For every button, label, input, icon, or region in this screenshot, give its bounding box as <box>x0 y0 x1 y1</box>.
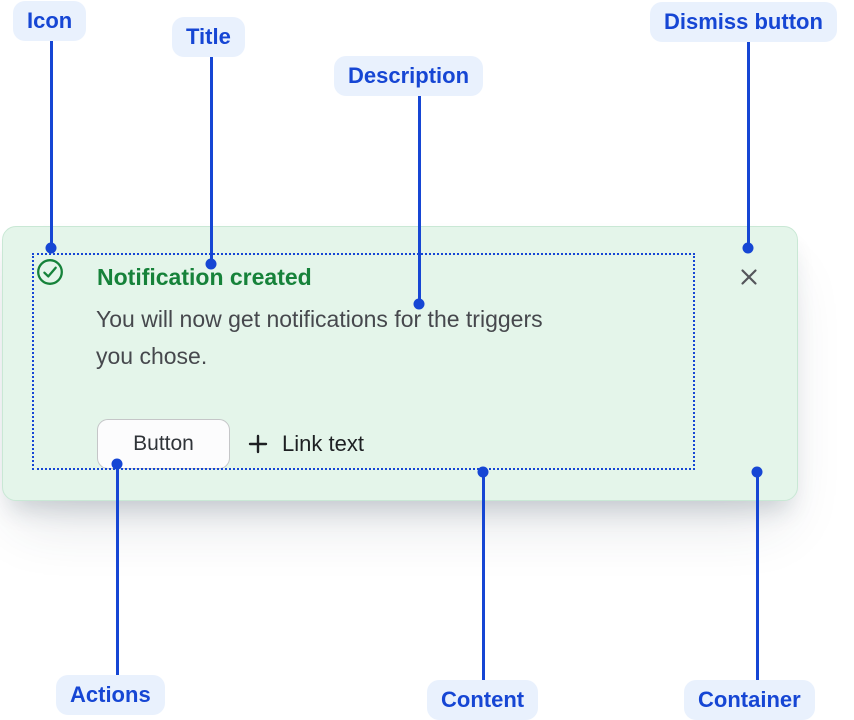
annotation-line-description <box>417 95 421 304</box>
close-x-icon <box>741 269 757 285</box>
annotation-line-dismiss-button <box>746 42 750 248</box>
flag-container: Notification created You will now get no… <box>2 226 798 501</box>
plus-icon <box>248 434 268 454</box>
annotation-label-icon: Icon <box>13 1 87 41</box>
annotation-dot-icon <box>45 242 57 254</box>
annotation-label-actions: Actions <box>56 675 165 715</box>
success-check-circle-icon <box>37 259 63 285</box>
annotation-dot-dismiss-button <box>742 242 754 254</box>
flag-description-line-2: you chose. <box>96 343 208 369</box>
annotation-line-content <box>481 472 485 681</box>
dismiss-button[interactable] <box>733 261 765 293</box>
annotation-line-actions <box>115 464 119 676</box>
annotation-label-description: Description <box>334 56 484 96</box>
annotation-label-content: Content <box>427 680 539 720</box>
flag-link-action[interactable]: Link text <box>247 419 364 469</box>
annotation-dot-description <box>413 298 425 310</box>
flag-link-label: Link text <box>282 431 364 456</box>
annotation-dot-content <box>477 466 489 478</box>
flag-title: Notification created <box>97 264 312 290</box>
annotation-line-title <box>209 56 213 264</box>
annotation-label-container: Container <box>684 680 815 720</box>
flag-description: You will now get notifications for the t… <box>96 301 543 375</box>
annotation-label-title: Title <box>172 17 245 57</box>
annotation-line-icon <box>49 40 53 248</box>
annotation-dot-title <box>205 258 217 270</box>
annotation-dot-actions <box>111 458 123 470</box>
annotation-dot-container <box>751 466 763 478</box>
annotation-label-dismiss-button: Dismiss button <box>650 2 837 42</box>
annotation-line-container <box>755 472 759 681</box>
flag-description-line-1: You will now get notifications for the t… <box>96 306 543 332</box>
content-outline <box>32 253 695 470</box>
